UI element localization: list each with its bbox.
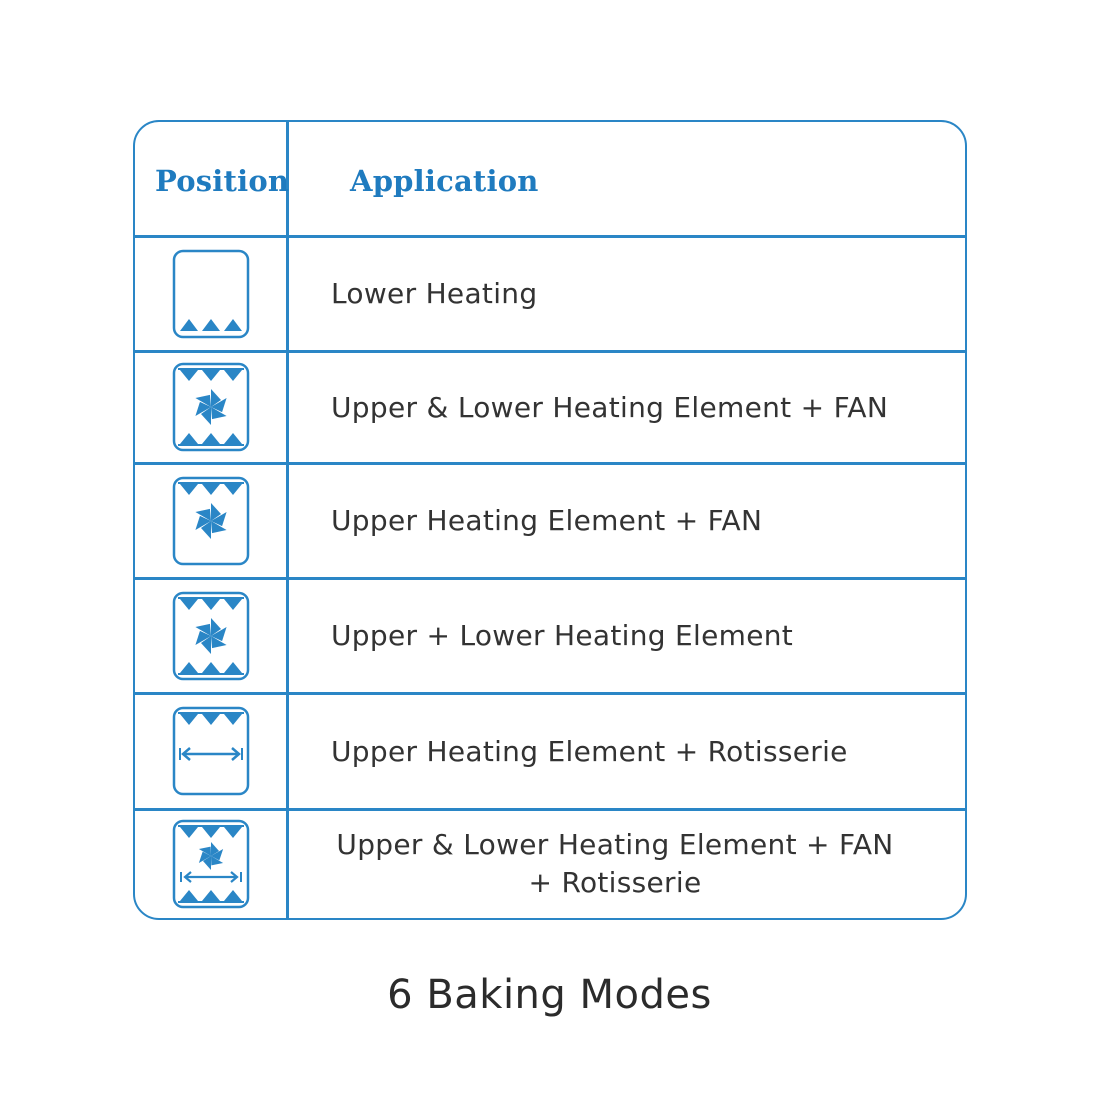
lower-heating-icon — [172, 249, 249, 338]
table-row: Upper + Lower Heating Element — [135, 579, 965, 692]
row-divider — [135, 692, 965, 695]
caption: 6 Baking Modes — [387, 972, 712, 1018]
table-row: Lower Heating — [135, 237, 965, 350]
application-label: Upper & Lower Heating Element + FAN — [331, 390, 889, 424]
table-row: Upper Heating Element + FAN — [135, 464, 965, 577]
row-divider — [135, 808, 965, 811]
table-row: Upper & Lower Heating Element + FAN + Ro… — [135, 810, 965, 918]
upper-lower-fan-rotisserie-icon — [172, 819, 249, 909]
upper-rotisserie-icon — [172, 706, 249, 796]
table-row: Upper & Lower Heating Element + FAN — [135, 352, 965, 462]
application-header: Application — [350, 164, 539, 198]
application-label: Lower Heating — [331, 277, 538, 310]
row-divider — [135, 577, 965, 580]
row-divider — [135, 235, 965, 238]
upper-lower-fan-icon — [172, 362, 249, 452]
table-row: Upper Heating Element + Rotisserie — [135, 694, 965, 808]
application-label: Upper & Lower Heating Element + FAN + Ro… — [295, 810, 935, 918]
upper-fan-icon — [172, 476, 249, 565]
row-divider — [135, 462, 965, 465]
row-divider — [135, 350, 965, 353]
column-divider — [286, 122, 289, 918]
application-label-line: + Rotisserie — [528, 866, 702, 899]
baking-modes-table: Position Application Lower Heating — [133, 120, 967, 920]
application-label: Upper Heating Element + FAN — [331, 504, 763, 537]
application-label: Upper Heating Element + Rotisserie — [331, 734, 848, 768]
application-label-line: Upper & Lower Heating Element + FAN — [336, 828, 894, 861]
position-header: Position — [155, 164, 290, 198]
application-label: Upper + Lower Heating Element — [331, 619, 794, 652]
upper-lower-fan-icon — [172, 591, 249, 680]
